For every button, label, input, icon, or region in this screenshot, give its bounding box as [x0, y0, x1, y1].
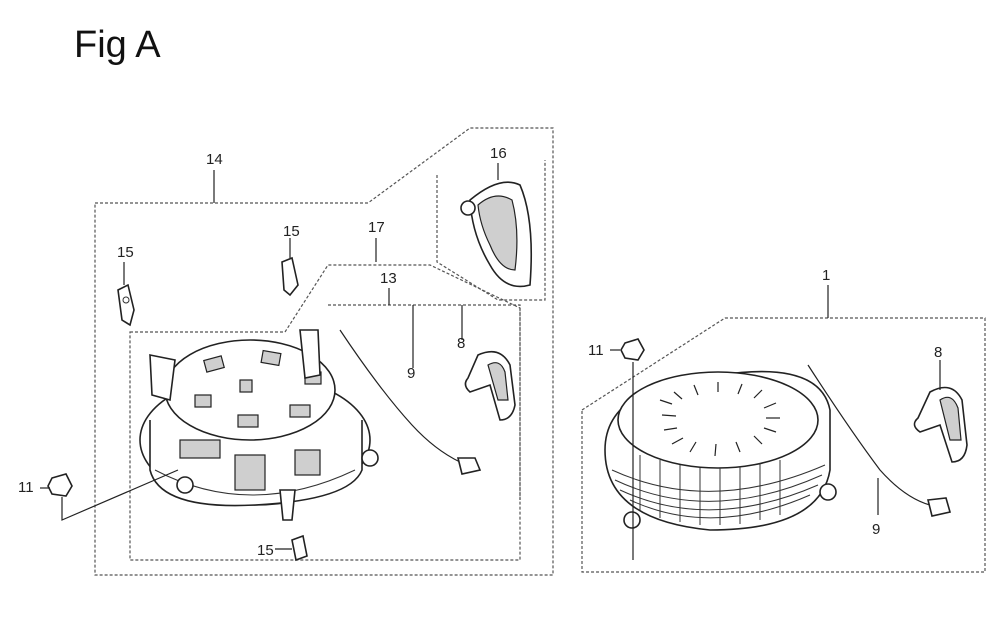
- pawl-15-lower: [275, 534, 308, 562]
- callout-8-left: 8: [457, 335, 465, 352]
- assembly-14-frame: [94, 127, 554, 576]
- pawl-15-upper: [281, 238, 299, 297]
- callout-9-right: 9: [872, 521, 880, 538]
- callout-16: 16: [490, 145, 507, 162]
- callout-13: 13: [380, 270, 397, 287]
- pawl-15-left: [117, 262, 135, 327]
- starter-rope-right: [807, 364, 952, 517]
- callout-8-right: 8: [934, 344, 942, 361]
- set-13-frame: [328, 288, 521, 500]
- callout-15-upper: 15: [283, 223, 300, 240]
- callout-17: 17: [368, 219, 385, 236]
- callout-1: 1: [822, 267, 830, 284]
- flange-nut-right: [610, 338, 645, 560]
- callout-14: 14: [206, 151, 223, 168]
- recoil-reel: [139, 329, 379, 521]
- flange-nut-left: [40, 469, 179, 521]
- reel-inner-frame: [129, 264, 521, 561]
- callout-9-left: 9: [407, 365, 415, 382]
- callout-11-left: 11: [18, 479, 34, 496]
- figure-title: Fig A: [74, 24, 161, 66]
- recoil-starter-assembly: [604, 370, 837, 531]
- guide-16-frame: [375, 160, 546, 301]
- starter-grip-right: [913, 360, 968, 463]
- assembly-1-frame: [581, 285, 986, 573]
- vent-slots: [659, 382, 780, 457]
- callout-15-left: 15: [117, 244, 134, 261]
- starter-rope-left: [339, 329, 482, 475]
- starter-grip-left: [464, 350, 516, 421]
- callout-15-lower: 15: [257, 542, 274, 559]
- rope-guide: [460, 163, 533, 288]
- callout-11-right: 11: [588, 342, 604, 359]
